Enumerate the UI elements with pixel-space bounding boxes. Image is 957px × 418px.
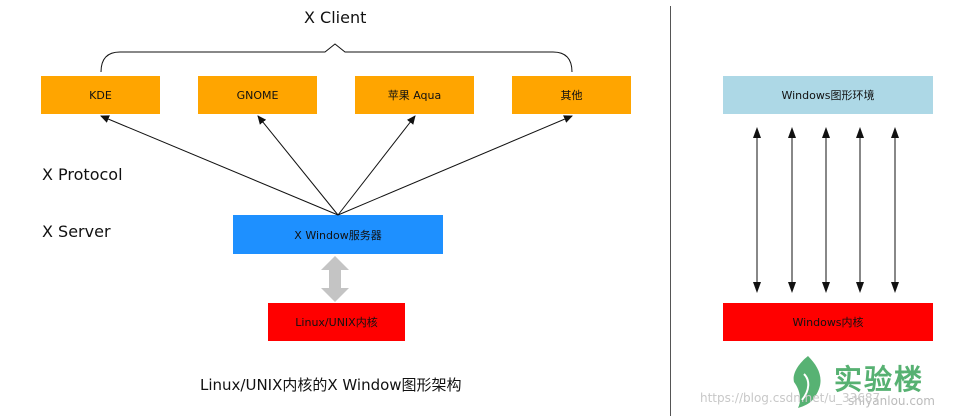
windows-arrow-head-down	[753, 282, 761, 293]
shiyanlou-logo-icon	[793, 356, 821, 408]
x-client-title: X Client	[304, 8, 367, 27]
client-box-kde: KDE	[41, 76, 160, 114]
windows-arrow-head-up	[788, 127, 796, 138]
protocol-arrows	[100, 115, 573, 216]
windows-arrow-head-up	[856, 127, 864, 138]
windows-arrow-head-up	[891, 127, 899, 138]
client-brace	[100, 43, 573, 73]
client-box-gnome: GNOME	[198, 76, 317, 114]
x-protocol-label: X Protocol	[42, 165, 123, 184]
windows-arrow-head-down	[822, 282, 830, 293]
windows-arrow-head-down	[856, 282, 864, 293]
windows-graphics-box: Windows图形环境	[723, 76, 933, 114]
arrow-to-aqua	[337, 115, 416, 216]
windows-arrow-head-up	[753, 127, 761, 138]
windows-arrow-head-up	[822, 127, 830, 138]
x-window-server-box: X Window服务器	[233, 215, 443, 254]
windows-arrow-head-down	[788, 282, 796, 293]
client-box-aqua: 苹果 Aqua	[355, 76, 474, 114]
watermark-url: https://blog.csdn.net/u_33687	[700, 391, 881, 405]
windows-kernel-box: Windows内核	[723, 303, 933, 341]
watermark-brand: 实验楼	[834, 363, 925, 396]
watermark: 实验楼 shiyanlou.com	[790, 350, 957, 418]
windows-bidirectional-arrows	[753, 127, 899, 293]
server-kernel-double-arrow	[321, 256, 349, 302]
section-divider	[670, 6, 671, 416]
arrow-to-kde	[100, 115, 339, 216]
linux-unix-kernel-box: Linux/UNIX内核	[268, 303, 405, 341]
arrow-to-gnome	[257, 115, 339, 216]
windows-arrow-head-down	[891, 282, 899, 293]
diagram-caption: Linux/UNIX内核的X Window图形架构	[200, 376, 462, 394]
watermark-domain: shiyanlou.com	[848, 394, 935, 408]
x-server-label: X Server	[42, 222, 111, 241]
arrow-to-other	[337, 115, 573, 216]
client-box-other: 其他	[512, 76, 631, 114]
